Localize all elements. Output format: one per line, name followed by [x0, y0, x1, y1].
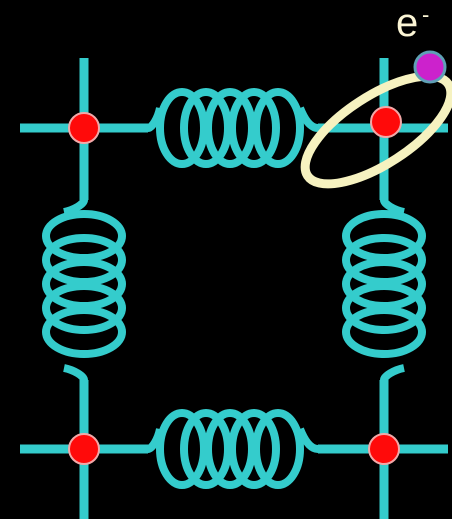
node-top-right — [370, 106, 402, 138]
spring-top — [146, 88, 319, 168]
spring-right — [342, 198, 426, 382]
node-top-left — [68, 112, 100, 144]
spring-left — [42, 198, 126, 382]
electron — [413, 50, 447, 84]
lattice-nodes — [68, 106, 402, 465]
spring-bottom — [146, 409, 319, 489]
node-bottom-left — [68, 433, 100, 465]
electron-orbit — [300, 71, 452, 189]
node-bottom-right — [368, 433, 400, 465]
electron-charge: - — [422, 2, 429, 27]
electron-label: e — [396, 1, 418, 45]
